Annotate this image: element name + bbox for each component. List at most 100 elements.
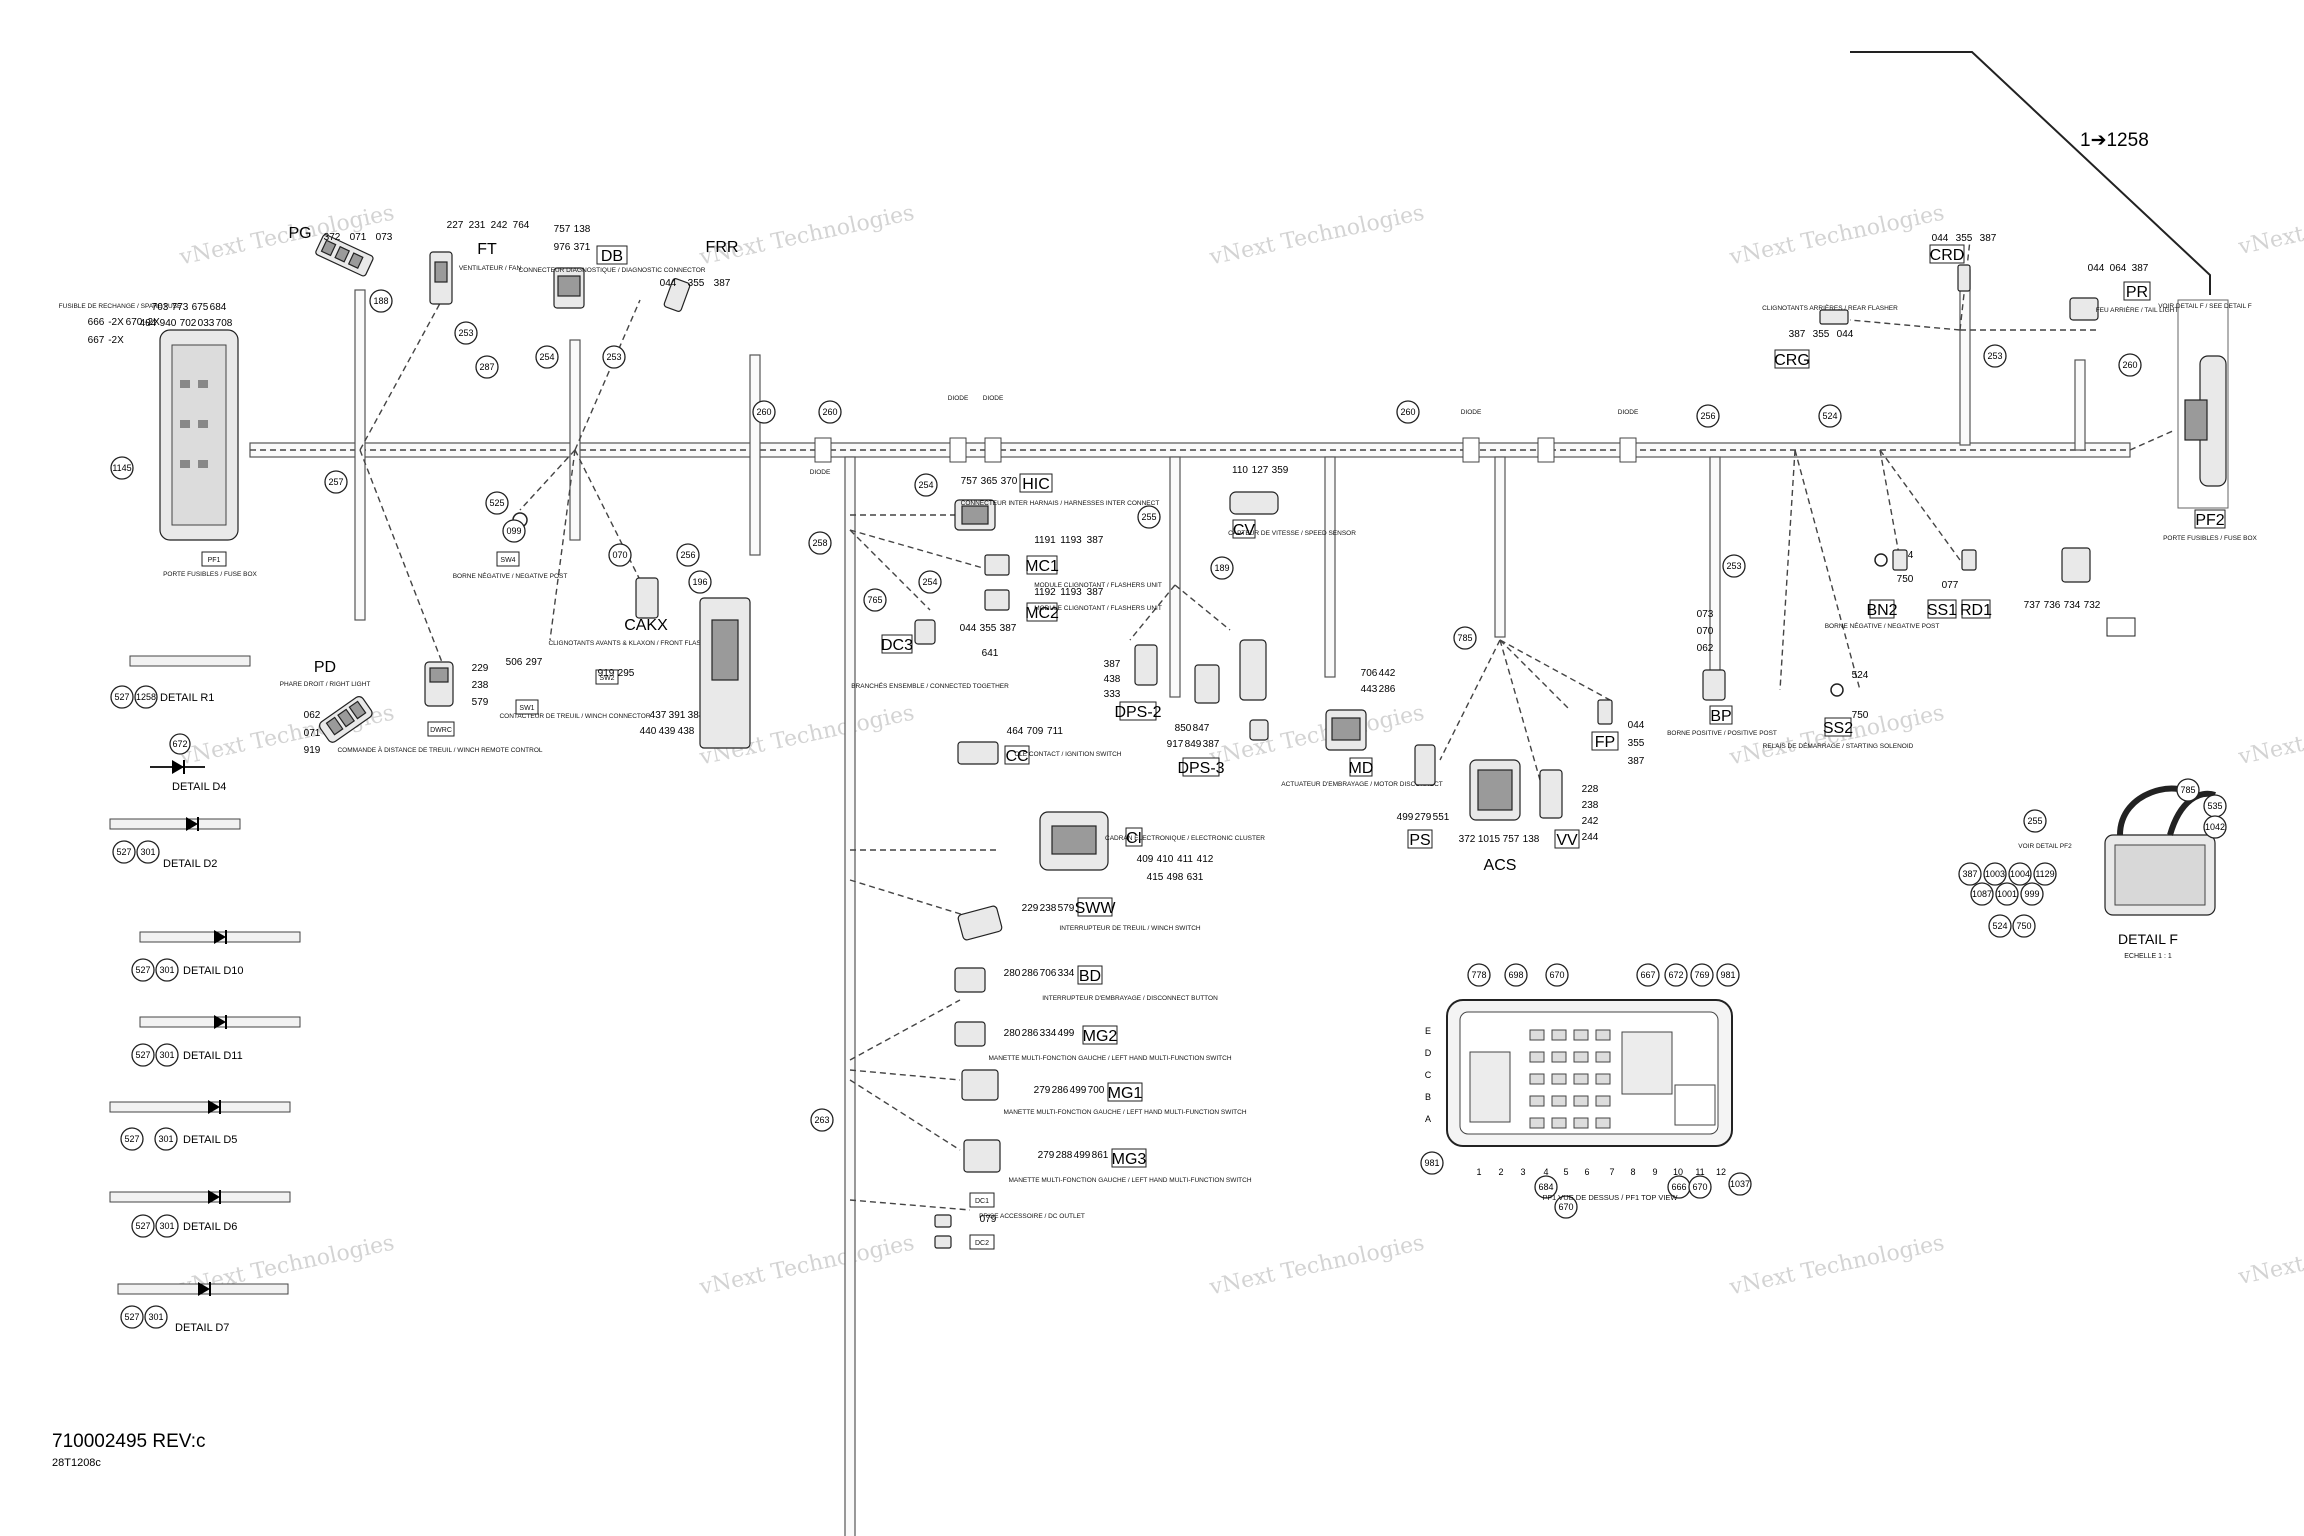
drawing-part-number: 710002495 REV:c (52, 1431, 206, 1452)
svg-text:196: 196 (692, 577, 707, 587)
svg-text:288: 288 (1056, 1150, 1073, 1161)
svg-text:524: 524 (1992, 921, 2007, 931)
frr-pins: 044 355 387 (660, 278, 731, 289)
svg-text:228: 228 (1582, 784, 1599, 795)
svg-text:301: 301 (159, 1221, 174, 1231)
svg-text:127: 127 (1252, 465, 1269, 476)
svg-text:498: 498 (1167, 872, 1184, 883)
watermark-3: vNext Technologies (1207, 201, 1427, 271)
svg-text:750: 750 (2016, 921, 2031, 931)
svg-text:253: 253 (1987, 351, 2002, 361)
mg2-code: MG2 (1083, 1028, 1118, 1045)
svg-text:579: 579 (472, 697, 489, 708)
pf2-desc: PORTE FUSIBLES / FUSE BOX (2163, 535, 2257, 542)
svg-text:670: 670 (1692, 1182, 1707, 1192)
svg-text:9: 9 (1652, 1167, 1657, 1177)
watermark-11: vNext Technologies (1207, 1231, 1427, 1301)
hic-code: HIC (1022, 476, 1050, 493)
bp-desc: BORNE NÉGATIVE / NEGATIVE POST (1825, 621, 1940, 630)
mg1-code: MG1 (1108, 1085, 1143, 1102)
sw1-desc: CONTACTEUR DE TREUIL / WINCH CONNECTOR (499, 713, 650, 720)
svg-text:773: 773 (172, 302, 189, 313)
connector-crg: CRG CLIGNOTANTS ARRIÈRES / REAR FLASHER … (1762, 303, 1898, 369)
fusebox-bottom-callouts: 981 684 670 666 670 1037 (1420, 1151, 1752, 1219)
svg-text:333: 333 (1104, 689, 1121, 700)
svg-text:551: 551 (1433, 812, 1450, 823)
watermark-14: vNext Technologies (2236, 700, 2304, 770)
svg-text:732: 732 (2084, 600, 2101, 611)
svg-text:044: 044 (1628, 720, 1645, 731)
detail-f-label: DETAIL F (2118, 931, 2178, 947)
svg-text:535: 535 (2207, 801, 2222, 811)
mg2-pins: 280 286 334 499 (1004, 1028, 1075, 1039)
ci-desc: CADRAN ÉLECTRONIQUE / ELECTRONIC CLUSTER (1105, 833, 1265, 842)
svg-text:708: 708 (216, 318, 233, 329)
svg-text:365: 365 (981, 476, 998, 487)
svg-text:1193: 1193 (1060, 535, 1082, 546)
drawing-ref: 28T1208c (52, 1457, 101, 1469)
dps2-pins: 387 438 333 (1104, 659, 1121, 700)
watermark-10: vNext Technologies (697, 1231, 917, 1301)
connector-frr: FRR 044 355 387 (660, 239, 738, 312)
dps3-pins: 850 847 917 849 387 (1167, 723, 1220, 750)
svg-text:263: 263 (814, 1115, 829, 1125)
svg-text:138: 138 (1523, 834, 1540, 845)
sw4-code: SW4 (500, 557, 515, 564)
svg-text:672: 672 (172, 739, 187, 749)
svg-text:297: 297 (526, 657, 543, 668)
svg-text:684: 684 (210, 302, 227, 313)
svg-text:641: 641 (982, 648, 999, 659)
svg-text:3: 3 (1520, 1167, 1525, 1177)
crd-code: CRD (1930, 247, 1965, 264)
svg-text:667: 667 (1640, 970, 1655, 980)
svg-text:301: 301 (140, 847, 155, 857)
cakx-code: CAKX (624, 617, 668, 634)
svg-text:044: 044 (960, 623, 977, 634)
ss2-code: SS1 (1927, 602, 1957, 619)
svg-text:981: 981 (1424, 1158, 1439, 1168)
svg-text:355: 355 (688, 278, 705, 289)
svg-text:229: 229 (1022, 903, 1039, 914)
connector-mc1: MC1 MODULE CLIGNOTANT / FLASHERS UNIT 11… (984, 535, 1162, 589)
svg-text:387: 387 (1203, 739, 1220, 750)
db-desc: CONNECTEUR DIAGNOSTIQUE / DIAGNOSTIC CON… (519, 267, 706, 274)
svg-text:253: 253 (1726, 561, 1741, 571)
svg-text:527: 527 (124, 1312, 139, 1322)
svg-text:387: 387 (714, 278, 731, 289)
fusebox-col-labels: 1 2 3 4 5 6 7 8 9 10 11 12 (1476, 1167, 1726, 1177)
svg-text:279: 279 (1034, 1085, 1051, 1096)
svg-text:4: 4 (1543, 1167, 1548, 1177)
connector-sw1: SW1 CONTACTEUR DE TREUIL / WINCH CONNECT… (499, 657, 650, 720)
vv-pins: 044 355 387 (1628, 720, 1645, 767)
svg-text:334: 334 (1040, 1028, 1057, 1039)
svg-text:442: 442 (1379, 668, 1396, 679)
svg-text:044: 044 (1932, 233, 1949, 244)
svg-text:438: 438 (678, 726, 695, 737)
svg-text:238: 238 (472, 680, 489, 691)
detail-f-scale: ECHELLE 1 : 1 (2124, 953, 2172, 960)
svg-text:260: 260 (2122, 360, 2137, 370)
svg-text:527: 527 (135, 1221, 150, 1231)
svg-text:B: B (1425, 1092, 1431, 1102)
svg-text:387: 387 (1980, 233, 1997, 244)
dps3-code: DPS-3 (1177, 760, 1224, 777)
svg-text:391: 391 (669, 710, 686, 721)
diode-markers: DIODE DIODE DIODE DIODE DIODE (810, 395, 1639, 476)
svg-text:666: 666 (88, 317, 105, 328)
detail-d7: 527 301 DETAIL D7 (117, 1282, 289, 1334)
svg-text:6: 6 (1584, 1167, 1589, 1177)
ac-pins: 228 238 242 244 (1582, 784, 1599, 843)
svg-text:279: 279 (1415, 812, 1432, 823)
pf2-code: PF2 (2195, 512, 2224, 529)
svg-text:484: 484 (140, 318, 157, 329)
vv-code: FP (1595, 734, 1615, 751)
svg-text:703: 703 (152, 302, 169, 313)
svg-text:255: 255 (2027, 816, 2042, 826)
connector-md: MD ACTUATEUR D'EMBRAYAGE / MOTOR DISCONN… (1281, 668, 1442, 788)
svg-text:411: 411 (1177, 854, 1193, 865)
fp-code: BP (1710, 708, 1731, 725)
main-harness (249, 239, 2176, 1536)
connector-dc3: DC3 BRANCHÉS ENSEMBLE / CONNECTED TOGETH… (851, 619, 1017, 690)
svg-text:499: 499 (1074, 1150, 1091, 1161)
svg-text:737: 737 (2024, 600, 2041, 611)
